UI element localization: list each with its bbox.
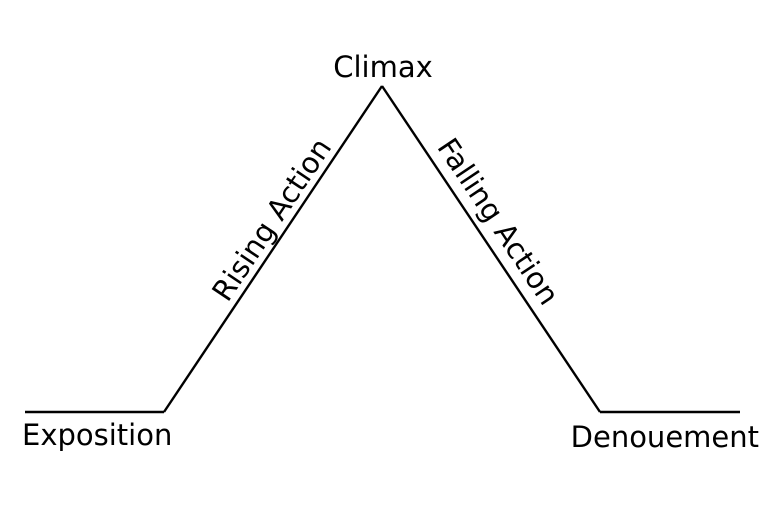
rising-action-label: Rising Action [205,132,338,307]
rising-action-line [163,85,383,413]
falling-action-label: Falling Action [431,132,567,311]
climax-label: Climax [333,50,433,84]
exposition-label: Exposition [22,418,172,452]
denouement-label: Denouement [571,420,759,454]
falling-action-line [381,85,601,413]
